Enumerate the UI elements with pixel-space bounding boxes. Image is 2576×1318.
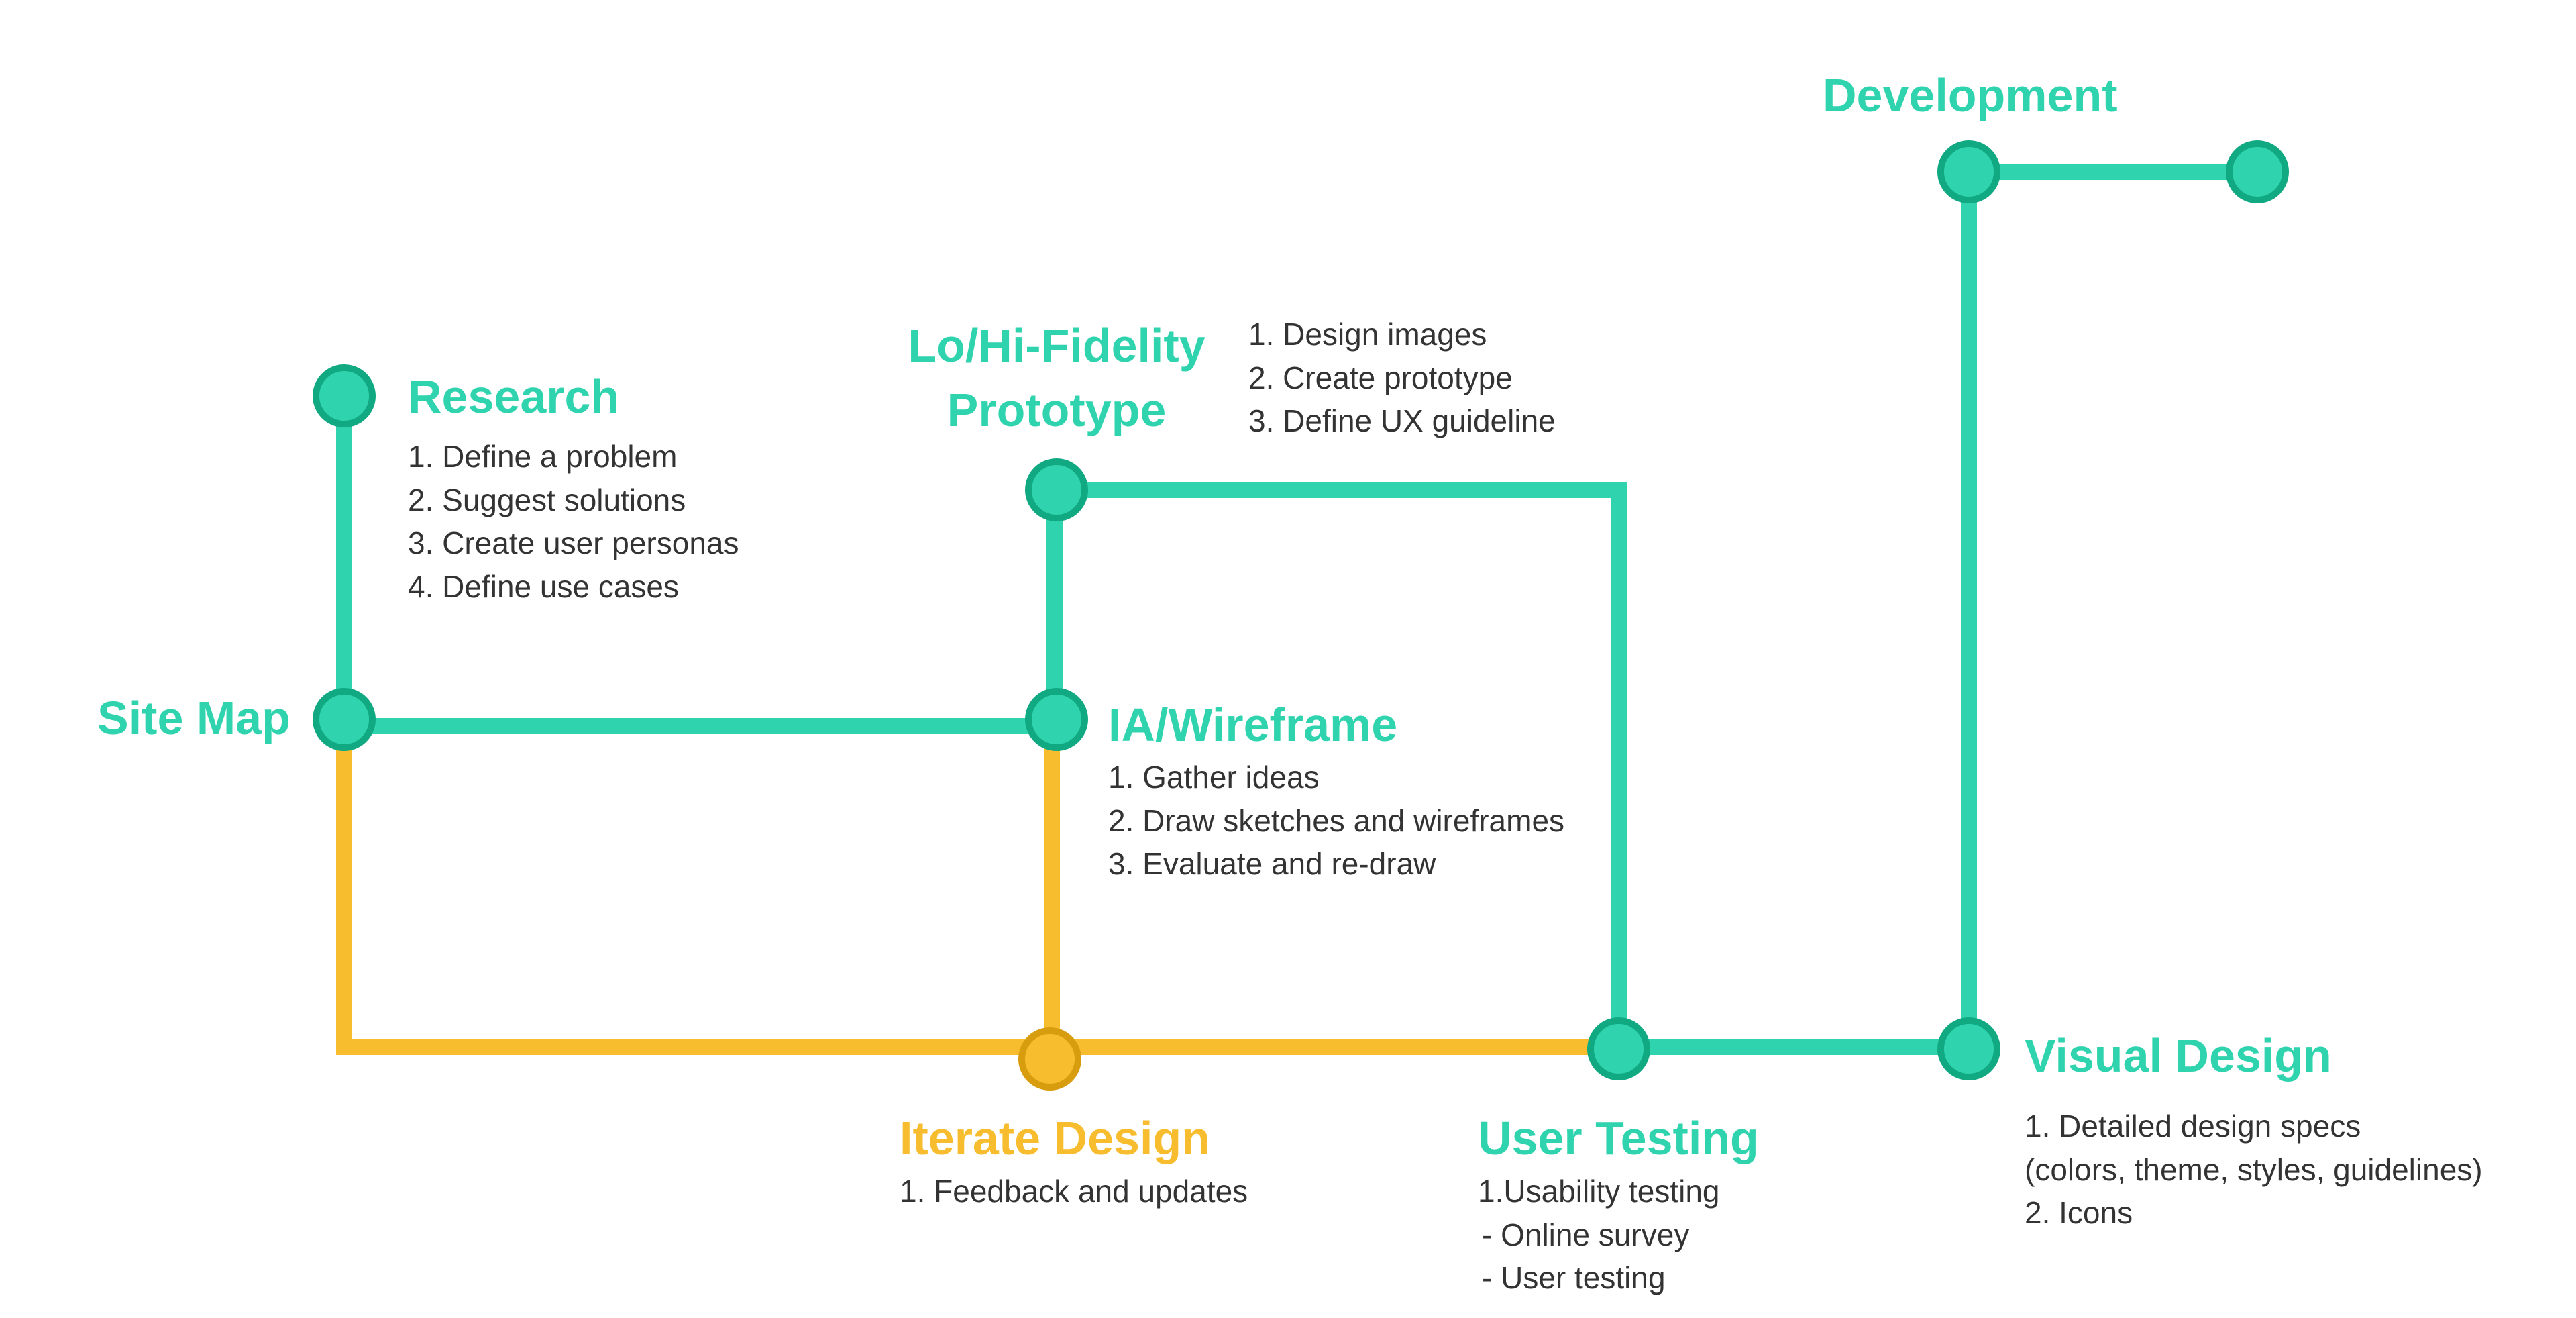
list-item: 1.Usability testing <box>1478 1174 1720 1209</box>
research-node <box>313 364 376 427</box>
wireframe-node <box>1025 688 1088 751</box>
prototype-to-testing-line <box>1057 482 1627 1047</box>
development-node <box>1937 140 2000 203</box>
list-item: 1. Feedback and updates <box>900 1174 1248 1209</box>
end-node <box>2226 140 2289 203</box>
list-item: 4. Define use cases <box>408 568 680 604</box>
list-item: 3. Evaluate and re-draw <box>1108 846 1436 881</box>
list-item: 1. Gather ideas <box>1108 760 1320 795</box>
list-item: 2. Create prototype <box>1248 360 1513 395</box>
wireframe-steps: 1. Gather ideas 2. Draw sketches and wir… <box>1108 756 1564 886</box>
site-map-node <box>313 688 376 751</box>
prototype-title-line-2: Prototype <box>947 384 1167 436</box>
prototype-steps: 1. Design images 2. Create prototype 3. … <box>1248 313 1556 443</box>
iterate-design-steps: 1. Feedback and updates <box>900 1170 1248 1213</box>
list-item: 1. Design images <box>1248 317 1487 352</box>
list-item: 2. Icons <box>2025 1195 2133 1230</box>
prototype-node <box>1025 458 1088 521</box>
list-item: - Online survey <box>1482 1217 1690 1252</box>
user-testing-node <box>1587 1017 1650 1080</box>
prototype-title-line-1: Lo/Hi-Fidelity <box>908 319 1205 372</box>
iterate-design-title: Iterate Design <box>900 1112 1210 1164</box>
list-item: 3. Create user personas <box>408 525 739 560</box>
iterate-design-node <box>1018 1027 1081 1091</box>
list-item: 2. Draw sketches and wireframes <box>1108 803 1565 838</box>
list-item: 2. Suggest solutions <box>408 482 686 517</box>
visual-design-steps: 1. Detailed design specs (colors, theme,… <box>2025 1105 2483 1235</box>
research-title: Research <box>408 370 620 423</box>
wireframe-title: IA/Wireframe <box>1108 699 1398 751</box>
prototype-title: Lo/Hi-Fidelity Prototype <box>892 313 1221 442</box>
development-title: Development <box>1823 69 2118 121</box>
list-item: 3. Define UX guideline <box>1248 403 1556 438</box>
research-steps: 1. Define a problem 2. Suggest solutions… <box>408 435 739 608</box>
user-testing-steps: 1.Usability testing - Online survey - Us… <box>1478 1170 1720 1300</box>
list-item: - User testing <box>1482 1260 1666 1295</box>
site-map-title: Site Map <box>97 692 290 744</box>
visual-design-node <box>1937 1017 2000 1080</box>
user-testing-title: User Testing <box>1478 1112 1759 1164</box>
iteration-loop-line <box>336 745 1060 1055</box>
list-item: 1. Define a problem <box>408 439 678 474</box>
list-item: (colors, theme, styles, guidelines) <box>2025 1152 2483 1187</box>
visual-design-title: Visual Design <box>2025 1029 2332 1082</box>
list-item: 1. Detailed design specs <box>2025 1109 2361 1144</box>
